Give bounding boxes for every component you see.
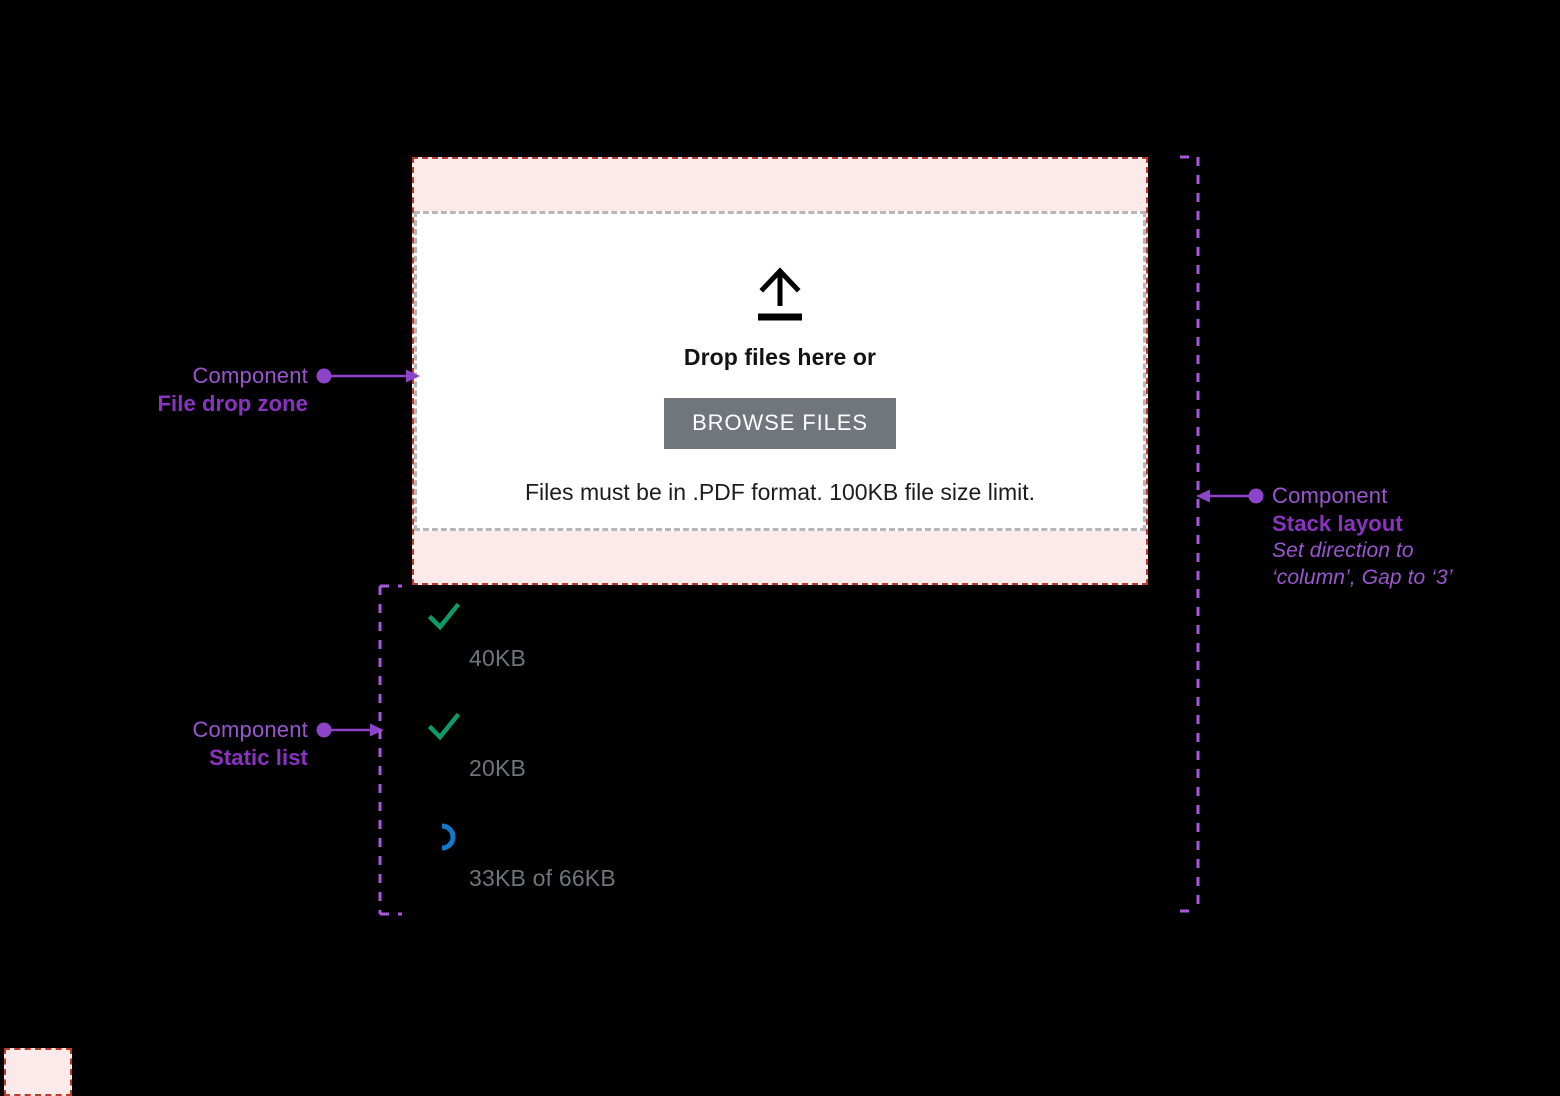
annotation-name: Stack layout <box>1272 511 1403 537</box>
file-format-hint: Files must be in .PDF format. 100KB file… <box>525 479 1035 505</box>
annotation-kind: Component <box>192 363 308 388</box>
list-item[interactable]: 40KB <box>427 600 1167 710</box>
upload-stack-layout: Drop files here or BROWSE FILES Files mu… <box>412 157 1148 585</box>
file-size: 20KB <box>469 755 527 781</box>
measure-bracket-static-list <box>378 584 408 916</box>
annotation-static-list: Component Static list <box>0 716 308 772</box>
connector-file-drop-zone <box>316 366 420 386</box>
check-icon <box>427 710 461 744</box>
annotation-stack-layout: Component Stack layout Set direction to … <box>1272 482 1560 592</box>
spinner-icon <box>427 820 461 854</box>
spacing-legend-swatch <box>4 1048 72 1096</box>
uploaded-files-static-list: 40KB 20KB 33KB of 66KB <box>427 600 1167 930</box>
annotation-file-drop-zone: Component File drop zone <box>0 362 308 418</box>
drop-files-title: Drop files here or <box>683 344 877 370</box>
annotation-note-line-2: ‘column’, Gap to ‘3’ <box>1272 566 1453 590</box>
list-item[interactable]: 33KB of 66KB <box>427 820 1167 930</box>
file-drop-zone[interactable]: Drop files here or BROWSE FILES Files mu… <box>414 211 1146 531</box>
annotation-kind: Component <box>192 717 308 742</box>
browse-files-button[interactable]: BROWSE FILES <box>664 398 896 449</box>
annotation-kind: Component <box>1272 483 1388 508</box>
connector-stack-layout <box>1196 486 1264 506</box>
list-item[interactable]: 20KB <box>427 710 1167 820</box>
check-icon <box>427 600 461 634</box>
annotation-note-line-1: Set direction to <box>1272 539 1414 563</box>
file-progress: 33KB of 66KB <box>469 865 616 891</box>
file-size: 40KB <box>469 645 527 671</box>
annotation-name: Static list <box>209 745 308 771</box>
upload-arrow-icon <box>754 266 806 322</box>
annotation-name: File drop zone <box>157 391 308 417</box>
measure-bracket-stack-layout <box>1180 155 1210 913</box>
connector-static-list <box>316 720 384 740</box>
